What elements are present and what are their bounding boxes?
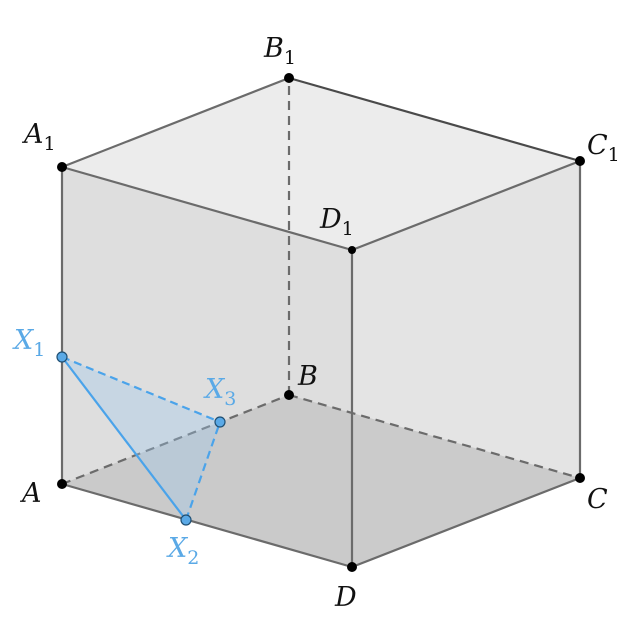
vertex-label-a1: A1	[21, 119, 56, 155]
section-label-x1: X1	[12, 325, 45, 361]
edge-a1b1	[61, 76, 290, 169]
section-label-x1-name: X	[12, 325, 35, 356]
vertex-point-a1	[57, 162, 67, 172]
vertex-label-d1-name: D	[319, 204, 342, 235]
section-label-x1-sub: 1	[33, 339, 45, 361]
section-triangle	[62, 357, 220, 520]
section-label-x2-sub: 2	[187, 547, 199, 569]
section-label-x3-sub: 3	[224, 388, 236, 410]
section-x1x3	[61, 355, 221, 424]
edge-ab-hidden	[61, 393, 290, 486]
vertex-label-a: A	[19, 478, 42, 509]
section-label-x2: X2	[166, 533, 199, 569]
face-top	[62, 78, 580, 250]
vertex-label-a-name: A	[19, 478, 42, 509]
vertex-point-b1	[284, 73, 294, 83]
vertex-label-c1: C1	[587, 130, 620, 166]
vertex-label-c: C	[587, 484, 608, 515]
face-front	[62, 167, 352, 567]
vertex-label-a1-name: A	[21, 119, 44, 150]
section-point-x2	[180, 514, 192, 526]
vertex-label-d1-sub: 1	[342, 218, 354, 240]
section-x1x2	[61, 356, 187, 521]
vertex-point-d	[347, 562, 357, 572]
vertex-label-b1: B1	[263, 33, 296, 69]
vertex-label-b: B	[297, 361, 318, 392]
vertex-label-b1-sub: 1	[284, 47, 296, 69]
vertex-point-b	[284, 390, 294, 400]
vertex-label-c-name: C	[587, 484, 608, 515]
edge-b1c1	[288, 76, 581, 163]
edge-ad	[61, 482, 353, 569]
vertex-label-d-name: D	[334, 582, 357, 613]
vertex-point-c1	[575, 156, 585, 166]
vertex-label-d: D	[334, 582, 357, 613]
vertex-label-c1-sub: 1	[608, 144, 620, 166]
section-x2x3	[184, 421, 222, 521]
vertex-label-c1-name: C	[587, 130, 608, 161]
section-label-x3: X3	[203, 374, 236, 410]
edge-a1d1	[61, 165, 353, 252]
edge-dc	[351, 476, 581, 569]
vertex-label-b-name: B	[297, 361, 318, 392]
vertex-label-d1: D1	[319, 204, 354, 240]
vertex-point-d1	[348, 246, 356, 254]
section-label-x2-name: X	[166, 533, 189, 564]
vertex-label-a1-sub: 1	[44, 133, 56, 155]
section-label-x3-name: X	[203, 374, 226, 405]
section-point-x1	[56, 351, 68, 363]
vertex-label-b1-name: B	[263, 33, 284, 64]
vertex-point-c	[575, 473, 585, 483]
edge-bc-hidden	[288, 393, 581, 480]
section-point-x3	[214, 416, 226, 428]
vertex-point-a	[57, 479, 67, 489]
edge-c1d1	[351, 159, 581, 252]
